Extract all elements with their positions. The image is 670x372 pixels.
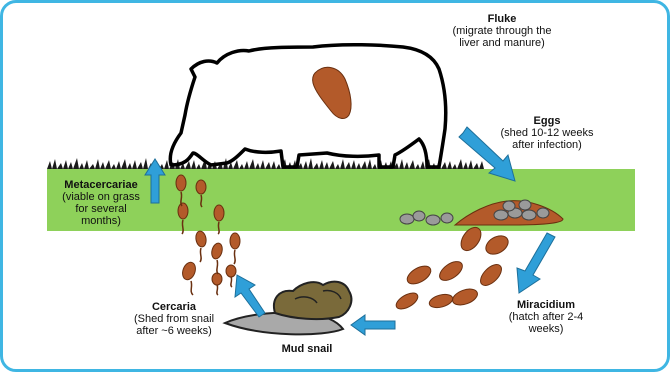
eggs-title: Eggs <box>487 115 607 127</box>
arrow-to-cercaria <box>235 275 265 317</box>
grass-blades <box>47 158 486 169</box>
metacercariae-desc-line3: months) <box>53 215 149 227</box>
fluke-title: Fluke <box>437 13 567 25</box>
miracidium-label: Miracidium (hatch after 2-4 weeks) <box>491 299 601 335</box>
fluke-desc-line2: liver and manure) <box>437 37 567 49</box>
miracidium-title: Miracidium <box>491 299 601 311</box>
arrow-to-miracidium <box>517 233 555 293</box>
fluke-label: Fluke (migrate through the liver and man… <box>437 13 567 49</box>
metacercariae-desc-line1: (viable on grass <box>53 191 149 203</box>
metacercariae-label: Metacercariae (viable on grass for sever… <box>53 179 149 227</box>
fluke-shape <box>313 67 351 118</box>
cercaria-title: Cercaria <box>119 301 229 313</box>
snail-title: Mud snail <box>267 343 347 355</box>
eggs-label: Eggs (shed 10-12 weeks after infection) <box>487 115 607 151</box>
eggs-desc-line2: after infection) <box>487 139 607 151</box>
eggs-desc-line1: (shed 10-12 weeks <box>487 127 607 139</box>
cercaria-desc-line1: (Shed from snail <box>119 313 229 325</box>
cercaria-label: Cercaria (Shed from snail after ~6 weeks… <box>119 301 229 337</box>
arrow-to-snail <box>351 315 395 335</box>
miracidium-desc-line2: weeks) <box>491 323 601 335</box>
snail-label: Mud snail <box>267 343 347 355</box>
metacercariae-desc-line2: for several <box>53 203 149 215</box>
cow-outline <box>170 45 445 167</box>
metacercariae-title: Metacercariae <box>53 179 149 191</box>
fluke-desc-line1: (migrate through the <box>437 25 567 37</box>
miracidium-desc-line1: (hatch after 2-4 <box>491 311 601 323</box>
cercaria-desc-line2: after ~6 weeks) <box>119 325 229 337</box>
